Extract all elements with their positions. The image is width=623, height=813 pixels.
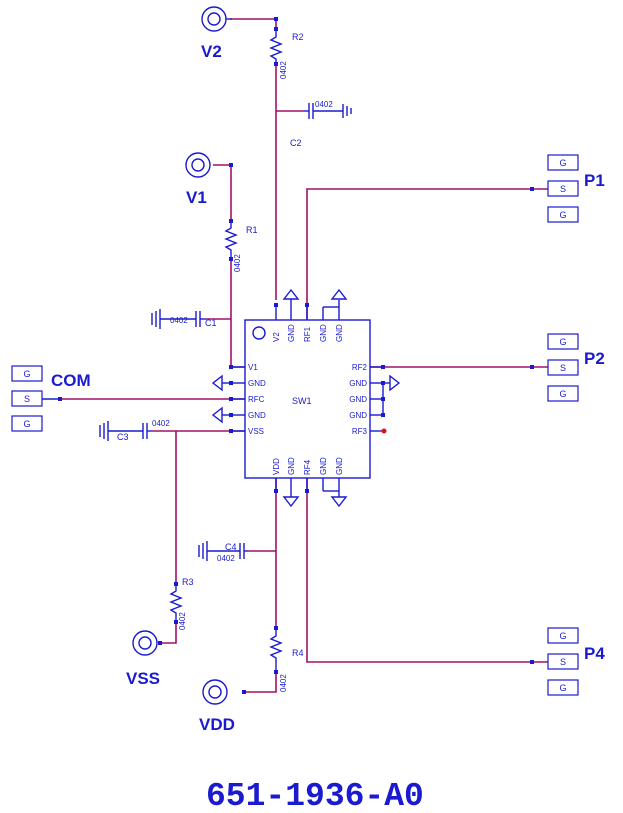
resistor-r1 xyxy=(224,221,238,259)
capacitor-c4 xyxy=(198,541,248,561)
ref-label-r2: R2 xyxy=(292,32,304,42)
port-label-com: COM xyxy=(51,371,91,390)
ref-label-r3: R3 xyxy=(182,577,194,587)
pin-label: GND xyxy=(287,324,296,342)
pin-label: RF1 xyxy=(303,326,312,342)
gsg-label: G xyxy=(559,389,566,399)
p1-connector: G S G xyxy=(547,154,579,223)
ref-label-c1: C1 xyxy=(205,318,217,328)
capacitor-c2 xyxy=(304,103,352,119)
port-label-p2: P2 xyxy=(584,349,605,368)
pin-label: GND xyxy=(335,324,344,342)
gsg-label: G xyxy=(23,419,30,429)
ref-label-c4: C4 xyxy=(225,542,237,552)
wires xyxy=(60,18,548,693)
gsg-label: S xyxy=(560,184,566,194)
gsg-label: G xyxy=(559,631,566,641)
capacitor-c3 xyxy=(99,421,151,441)
pin-label: VDD xyxy=(272,458,281,475)
ground-symbols xyxy=(211,288,401,508)
package-label-r4: 0402 xyxy=(279,674,288,692)
resistor-r3 xyxy=(169,584,183,622)
package-label-c2: 0402 xyxy=(315,100,333,109)
pin-label: RF3 xyxy=(352,427,368,436)
package-label-r2: 0402 xyxy=(279,61,288,79)
pin-label: RFC xyxy=(248,395,265,404)
capacitor-c1 xyxy=(151,309,206,329)
package-label-r3: 0402 xyxy=(178,612,187,630)
pin-label: GND xyxy=(349,411,367,420)
ic-pin-labels: V1 GND RFC GND VSS RF2 GND GND GND RF3 V… xyxy=(248,324,368,475)
gsg-label: S xyxy=(560,363,566,373)
gsg-label: G xyxy=(559,683,566,693)
package-label-c1: 0402 xyxy=(170,316,188,325)
pin-label: GND xyxy=(248,379,266,388)
port-label-vss: VSS xyxy=(126,669,160,688)
com-connector: G S G xyxy=(11,365,60,432)
pin-dots xyxy=(58,17,534,694)
gsg-label: G xyxy=(559,158,566,168)
pin-label: GND xyxy=(287,457,296,475)
ref-label-sw1: SW1 xyxy=(292,396,312,406)
resistor-r4 xyxy=(269,628,283,672)
v2-testpoint xyxy=(201,6,232,32)
package-label-r1: 0402 xyxy=(233,254,242,272)
pin-label: GND xyxy=(319,457,328,475)
pin-label: GND xyxy=(335,457,344,475)
pin-label: RF2 xyxy=(352,363,368,372)
pin-label: GND xyxy=(248,411,266,420)
gsg-label: G xyxy=(559,210,566,220)
port-label-v1: V1 xyxy=(186,188,207,207)
vdd-testpoint xyxy=(202,679,228,705)
pin-label: V1 xyxy=(248,363,258,372)
resistor-r2 xyxy=(269,29,283,64)
pin-label: GND xyxy=(349,395,367,404)
pin-label: GND xyxy=(319,324,328,342)
switch-ic-sw1 xyxy=(226,300,390,497)
v1-testpoint xyxy=(185,152,211,178)
ref-label-c3: C3 xyxy=(117,432,129,442)
gsg-label: G xyxy=(559,337,566,347)
pin-label: GND xyxy=(349,379,367,388)
package-label-c4: 0402 xyxy=(217,554,235,563)
pin-label: V2 xyxy=(272,332,281,342)
port-label-p1: P1 xyxy=(584,171,605,190)
p2-connector: G S G xyxy=(547,333,579,402)
rf3-nc-dot xyxy=(381,428,387,434)
ref-label-r4: R4 xyxy=(292,648,304,658)
ref-label-c2: C2 xyxy=(290,138,302,148)
gsg-label: G xyxy=(23,369,30,379)
p4-connector: G S G xyxy=(547,627,579,696)
part-number: 651-1936-A0 xyxy=(206,778,424,813)
vss-testpoint xyxy=(132,630,158,656)
port-label-p4: P4 xyxy=(584,644,605,663)
ref-label-r1: R1 xyxy=(246,225,258,235)
gsg-label: S xyxy=(560,657,566,667)
gsg-label: S xyxy=(24,394,30,404)
pin-label: RF4 xyxy=(303,459,312,475)
port-label-v2: V2 xyxy=(201,42,222,61)
pin-label: VSS xyxy=(248,427,264,436)
package-label-c3: 0402 xyxy=(152,419,170,428)
port-label-vdd: VDD xyxy=(199,715,235,734)
